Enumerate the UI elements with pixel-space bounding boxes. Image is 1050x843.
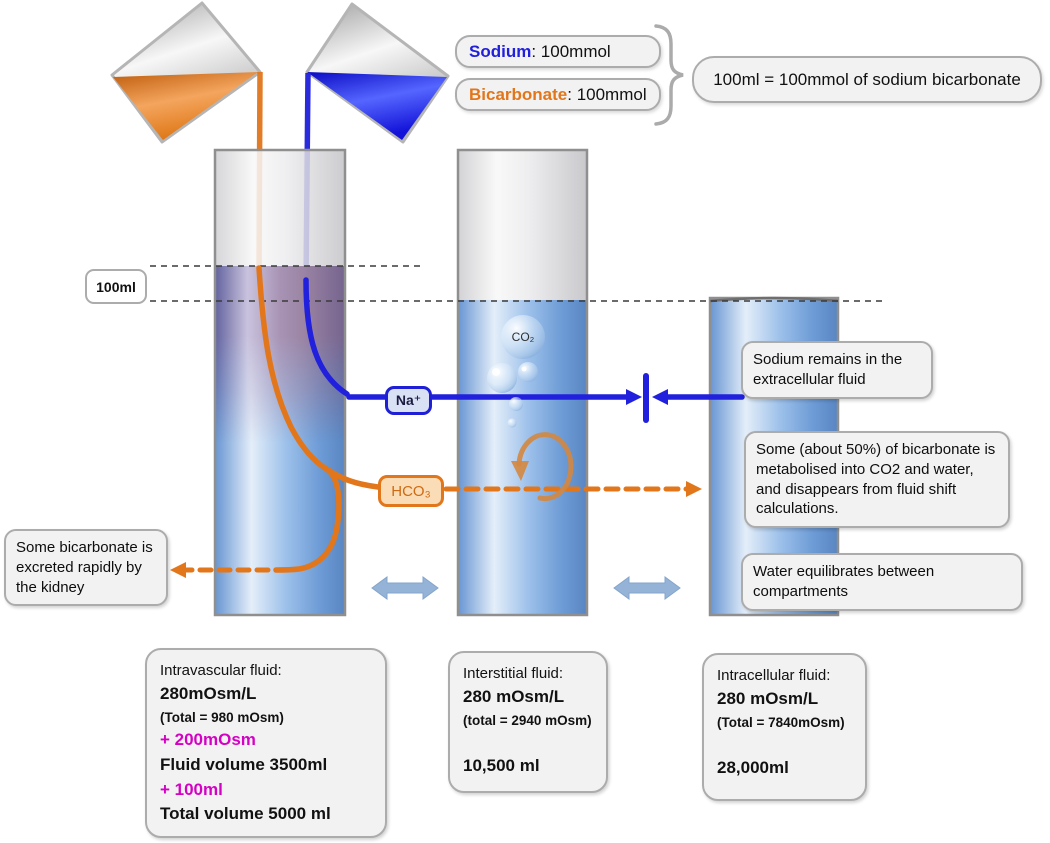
sodium-amount: : 100mmol — [531, 41, 611, 61]
water-exchange-arrow-left — [371, 576, 439, 600]
interstitial-osm-total: (total = 2940 mOsm) — [463, 712, 592, 728]
bicarbonate-arrowhead-right — [686, 481, 702, 497]
sodium-amount-tag: Sodium: 100mmol — [455, 35, 661, 68]
bicarbonate-amount-tag: Bicarbonate: 100mmol — [455, 78, 661, 111]
callout-sodium-remains: Sodium remains in the extracellular flui… — [741, 341, 933, 399]
water-exchange-arrow-right — [613, 576, 681, 600]
callout-bicarbonate-metabolised: Some (about 50%) of bicarbonate is metab… — [744, 431, 1010, 529]
intravascular-cylinder — [213, 148, 347, 617]
bicarbonate-ion-tag: HCO₃ — [378, 475, 444, 507]
interstitial-cylinder — [456, 148, 589, 617]
interstitial-osmolarity: 280 mOsm/L — [463, 687, 565, 707]
interstitial-title: Interstitial fluid: — [463, 665, 564, 682]
callout-kidney-excretion: Some bicarbonate is excreted rapidly by … — [4, 529, 168, 607]
sodium-term: Sodium — [469, 41, 532, 61]
intravascular-fluid-volume: Fluid volume 3500ml — [160, 755, 328, 775]
metabolism-loop-arrow — [511, 432, 574, 502]
co2-bubbles — [487, 315, 545, 428]
intravascular-total-volume: Total volume 5000 ml — [160, 804, 331, 824]
sodium-ion-tag: Na⁺ — [385, 386, 432, 415]
intravascular-osm-total: (Total = 980 mOsm) — [160, 709, 284, 725]
sodium-arrowhead-right — [626, 389, 642, 405]
interstitial-summary-box: Interstitial fluid: 280 mOsm/L (total = … — [448, 651, 608, 793]
bicarbonate-amount: : 100mmol — [567, 84, 647, 104]
orange-solution — [113, 72, 258, 140]
bicarbonate-flow-path — [179, 265, 693, 573]
intravascular-volume-added: + 100ml — [160, 779, 223, 799]
intravascular-osm-added: + 200mOsm — [160, 730, 256, 750]
sodium-bicarbonate-beaker-right — [305, 2, 450, 144]
brace — [654, 24, 684, 126]
intracellular-title: Intracellular fluid: — [717, 667, 831, 684]
sodium-arrowhead-left — [652, 389, 668, 405]
intravascular-summary-box: Intravascular fluid: 280mOsm/L (Total = … — [145, 648, 387, 838]
interstitial-volume: 10,500 ml — [463, 756, 540, 776]
bicarbonate-arrowhead-kidney — [170, 562, 186, 578]
intracellular-osmolarity: 280 mOsm/L — [717, 689, 819, 709]
intravascular-title: Intravascular fluid: — [160, 662, 282, 679]
co2-bubble-label: CO₂ — [511, 330, 535, 344]
sodium-bicarbonate-beaker-left — [110, 1, 262, 144]
intravascular-osmolarity: 280mOsm/L — [160, 684, 257, 704]
blue-solution — [307, 72, 447, 140]
spacer — [463, 731, 593, 754]
equivalence-note: 100ml = 100mmol of sodium bicarbonate — [692, 56, 1042, 103]
callout-water-equilibrates: Water equilibrates between compartments — [741, 553, 1023, 611]
intracellular-summary-box: Intracellular fluid: 280 mOsm/L (Total =… — [702, 653, 867, 801]
volume-100ml-marker: 100ml — [85, 269, 147, 304]
spacer — [717, 733, 852, 756]
intracellular-osm-total: (Total = 7840mOsm) — [717, 714, 845, 730]
bicarbonate-term: Bicarbonate — [469, 84, 568, 104]
intracellular-volume: 28,000ml — [717, 758, 789, 778]
